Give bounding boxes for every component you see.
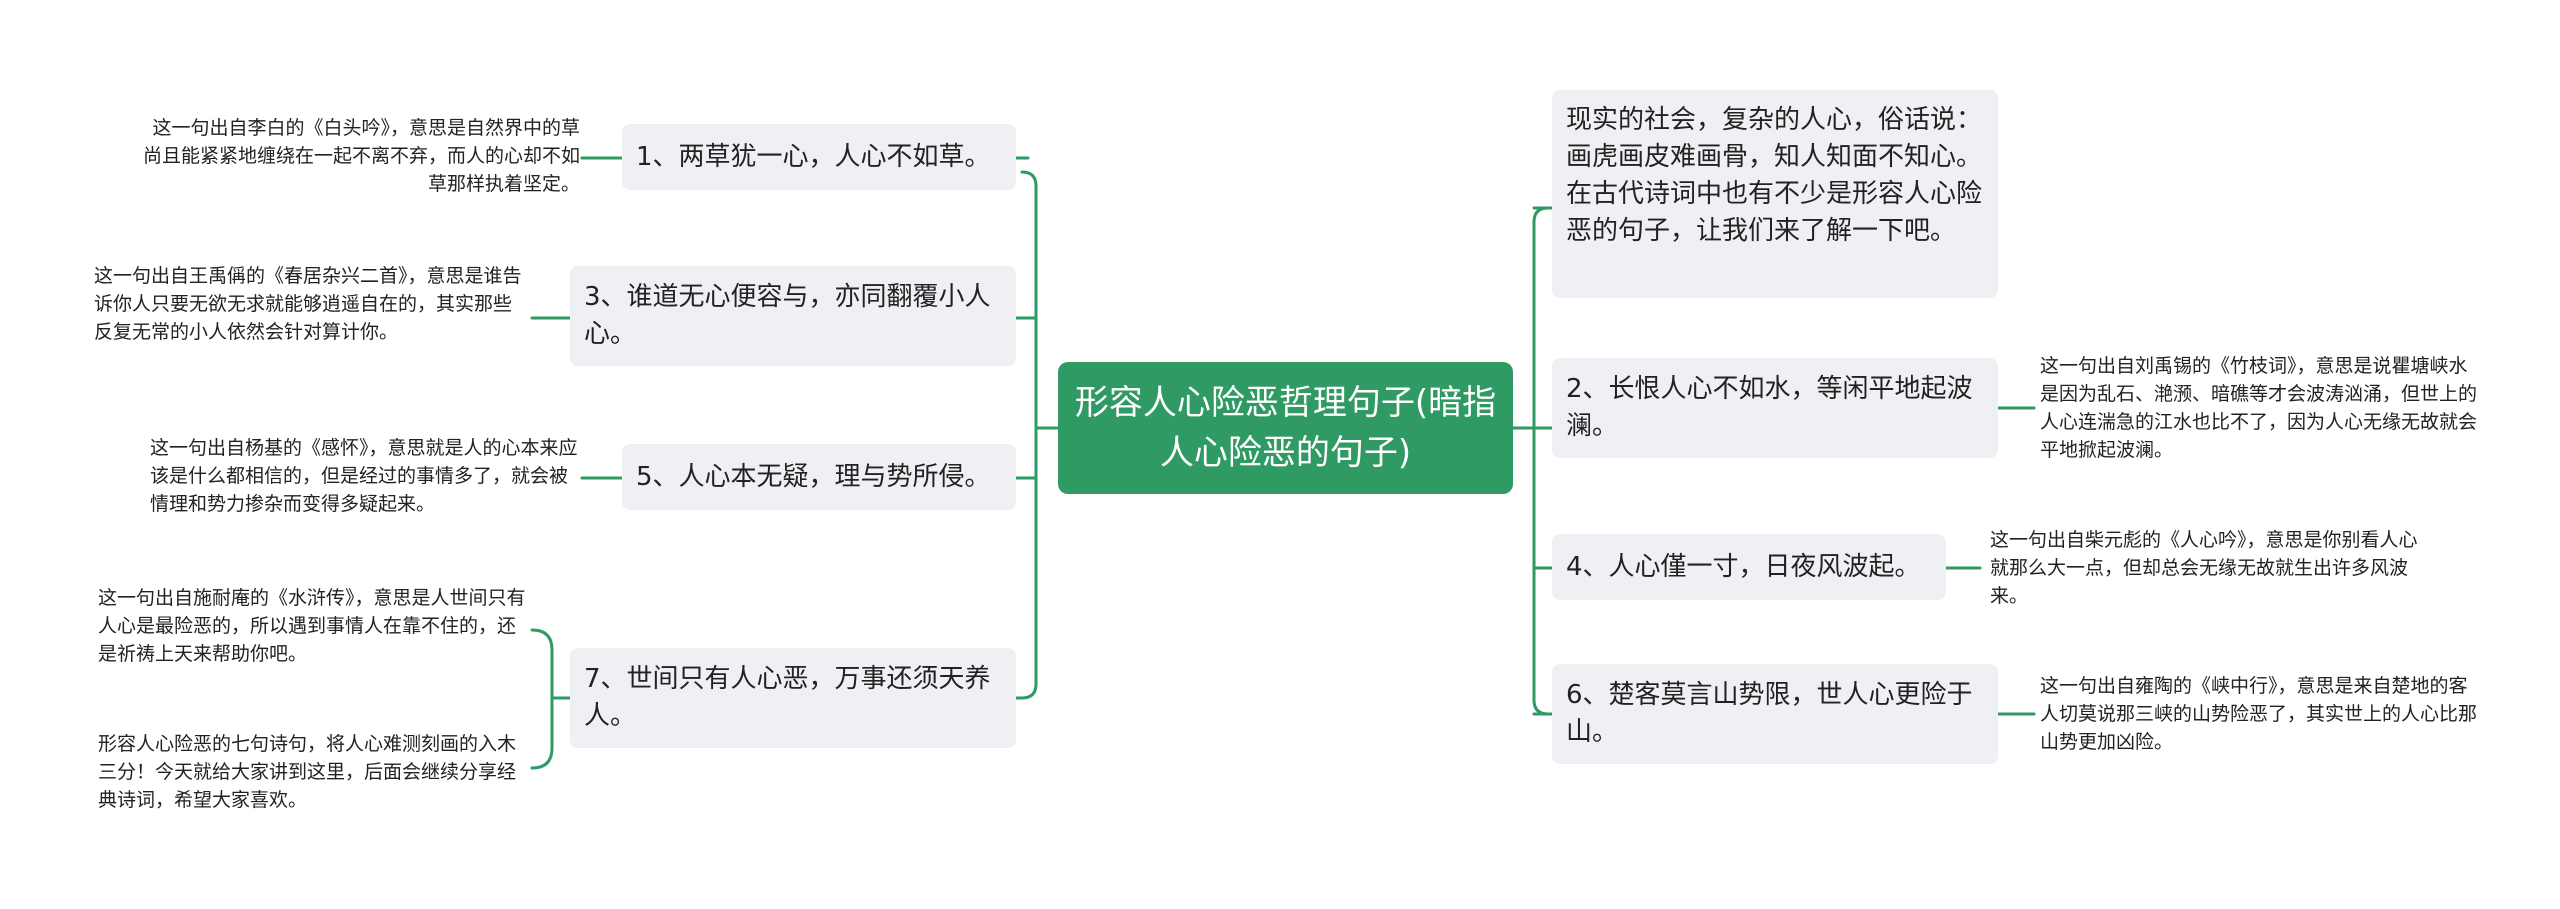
intro-node[interactable]: 现实的社会，复杂的人心，俗话说：画虎画皮难画骨，知人知面不知心。在古代诗词中也有… [1552, 90, 1998, 298]
note-text: 这一句出自李白的《白头吟》，意思是自然界中的草尚且能紧紧地缠绕在一起不离不弃，而… [142, 117, 580, 195]
branch-node-2[interactable]: 2、长恨人心不如水，等闲平地起波澜。 [1552, 358, 1998, 458]
note-node-4: 这一句出自柴元彪的《人心吟》，意思是你别看人心就那么大一点，但却总会无缘无故就生… [1990, 526, 2420, 616]
note-text: 这一句出自雍陶的《峡中行》，意思是来自楚地的客人切莫说那三峡的山势险恶了，其实世… [2040, 675, 2478, 753]
branch-node-6[interactable]: 6、楚客莫言山势限，世人心更险于山。 [1552, 664, 1998, 764]
note-node-2: 这一句出自刘禹锡的《竹枝词》，意思是说瞿塘峡水是因为乱石、滟滪、暗礁等才会波涛汹… [2040, 352, 2480, 464]
note-node-5: 这一句出自杨基的《感怀》，意思就是人的心本来应该是什么都相信的，但是经过的事情多… [150, 434, 580, 524]
branch-label: 1、两草犹一心，人心不如草。 [636, 141, 991, 172]
note-text: 这一句出自王禹偁的《春居杂兴二首》，意思是谁告诉你人只要无欲无求就能够逍遥自在的… [94, 265, 522, 343]
branch-node-7[interactable]: 7、世间只有人心恶，万事还须天养人。 [570, 648, 1016, 748]
branch-label: 4、人心僅一寸，日夜风波起。 [1566, 551, 1921, 582]
note-node-7b: 形容人心险恶的七句诗句，将人心难测刻画的入木三分！今天就给大家讲到这里，后面会继… [98, 730, 528, 820]
root-topic-label: 形容人心险恶哲理句子(暗指人心险恶的句子) [1074, 383, 1497, 473]
branch-label: 5、人心本无疑，理与势所侵。 [636, 461, 991, 492]
connector-b7-notes [530, 628, 554, 770]
branch-label: 7、世间只有人心恶，万事还须天养人。 [584, 664, 991, 731]
intro-label: 现实的社会，复杂的人心，俗话说：画虎画皮难画骨，知人知面不知心。在古代诗词中也有… [1566, 105, 1983, 246]
branch-label: 2、长恨人心不如水，等闲平地起波澜。 [1566, 374, 1973, 441]
note-node-6: 这一句出自雍陶的《峡中行》，意思是来自楚地的客人切莫说那三峡的山势险恶了，其实世… [2040, 672, 2480, 762]
branch-label: 3、谁道无心便容与，亦同翻覆小人心。 [584, 282, 991, 349]
note-node-1: 这一句出自李白的《白头吟》，意思是自然界中的草尚且能紧紧地缠绕在一起不离不弃，而… [140, 114, 580, 204]
branch-node-1[interactable]: 1、两草犹一心，人心不如草。 [622, 124, 1016, 190]
branch-node-4[interactable]: 4、人心僅一寸，日夜风波起。 [1552, 534, 1946, 600]
branch-node-3[interactable]: 3、谁道无心便容与，亦同翻覆小人心。 [570, 266, 1016, 366]
note-text: 这一句出自杨基的《感怀》，意思就是人的心本来应该是什么都相信的，但是经过的事情多… [150, 437, 578, 515]
note-text: 这一句出自刘禹锡的《竹枝词》，意思是说瞿塘峡水是因为乱石、滟滪、暗礁等才会波涛汹… [2040, 355, 2478, 461]
connector-right-trunk [1532, 206, 1550, 716]
branch-label: 6、楚客莫言山势限，世人心更险于山。 [1566, 680, 1973, 747]
note-node-3: 这一句出自王禹偁的《春居杂兴二首》，意思是谁告诉你人只要无欲无求就能够逍遥自在的… [94, 262, 524, 374]
note-text: 这一句出自柴元彪的《人心吟》，意思是你别看人心就那么大一点，但却总会无缘无故就生… [1990, 529, 2418, 607]
branch-node-5[interactable]: 5、人心本无疑，理与势所侵。 [622, 444, 1016, 510]
note-text: 形容人心险恶的七句诗句，将人心难测刻画的入木三分！今天就给大家讲到这里，后面会继… [98, 733, 517, 811]
note-node-7a: 这一句出自施耐庵的《水浒传》，意思是人世间只有人心是最险恶的，所以遇到事情人在靠… [98, 584, 528, 674]
note-text: 这一句出自施耐庵的《水浒传》，意思是人世间只有人心是最险恶的，所以遇到事情人在靠… [98, 587, 526, 665]
connector-left-trunk [1020, 170, 1038, 700]
root-topic[interactable]: 形容人心险恶哲理句子(暗指人心险恶的句子) [1058, 362, 1513, 494]
